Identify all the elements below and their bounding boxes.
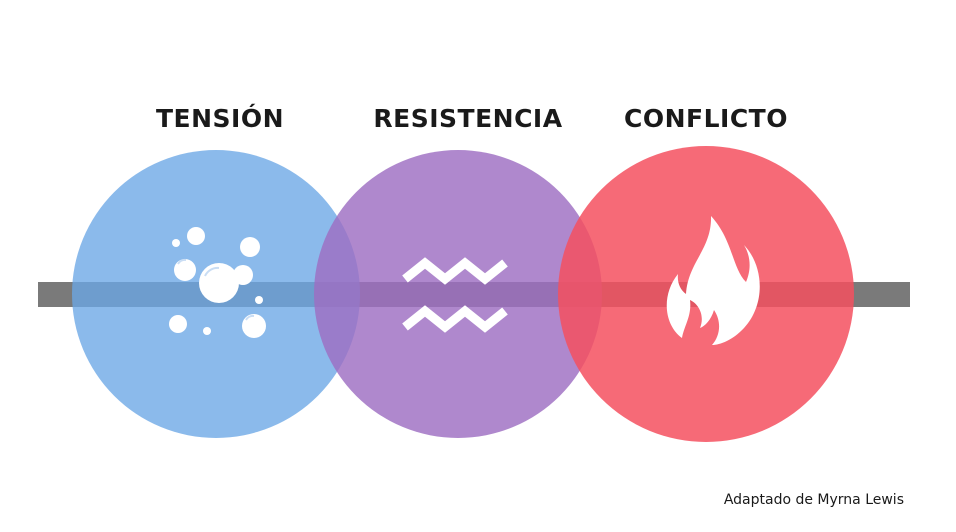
waves-icon (402, 257, 508, 333)
title-conflicto: CONFLICTO (624, 104, 788, 133)
title-tension: TENSIÓN (155, 104, 285, 133)
bubbles-icon-highlights (177, 258, 255, 321)
bubbles-icon (169, 227, 266, 338)
title-resistencia: RESISTENCIA (373, 104, 563, 133)
credit-text: Adaptado de Myrna Lewis (723, 492, 904, 508)
flame-icon (666, 216, 760, 345)
circle-resistencia (314, 150, 602, 438)
